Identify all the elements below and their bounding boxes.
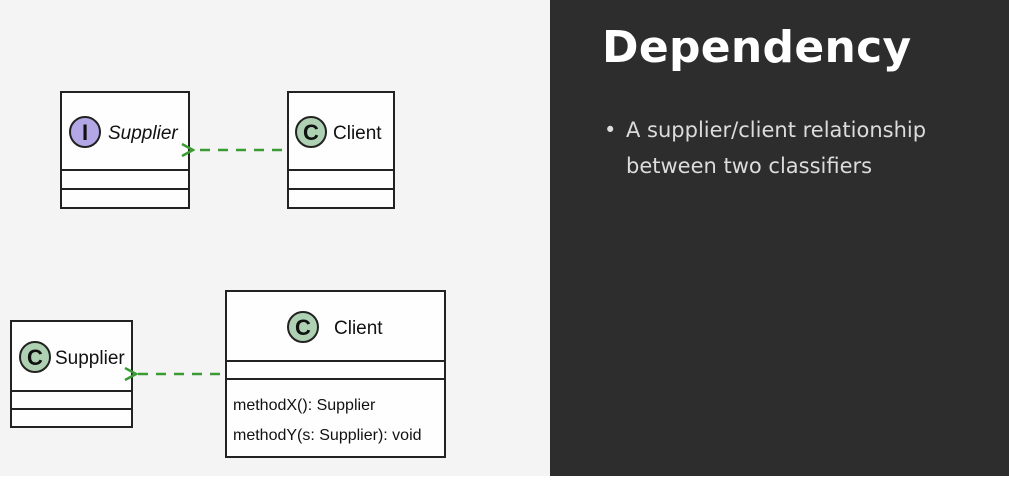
svg-text:C: C [295,315,311,340]
client-name: Client [334,318,383,339]
bullet-item: • A supplier/client relationship between… [602,112,1002,184]
bullet-list: • A supplier/client relationship between… [602,112,1002,184]
client-name: Client [333,123,382,144]
bullet-dot-icon: • [604,118,617,142]
supplier-name: Supplier [55,348,125,369]
slide-text-panel: Dependency • A supplier/client relations… [550,0,1009,476]
uml-diagram: I Supplier C Client C Suppli [10,91,446,458]
class-supplier-box: C Supplier [10,320,133,428]
interface-supplier-box: I Supplier [60,91,190,209]
supplier-name: Supplier [108,123,178,144]
interface-badge-icon: I [69,116,101,148]
client-box: C Client [287,91,395,209]
method-x: methodX(): Supplier [233,397,376,414]
slide-title: Dependency [602,22,912,73]
method-y: methodY(s: Supplier): void [233,427,422,444]
class-badge-icon: C [295,116,327,148]
svg-text:C: C [27,345,43,370]
svg-text:I: I [82,120,88,145]
class-client-box: C Client methodX(): Supplier methodY(s: … [225,290,446,458]
bullet-text: A supplier/client relationship between t… [626,118,927,178]
svg-text:C: C [303,120,319,145]
class-badge-icon: C [19,341,51,373]
class-badge-icon: C [287,311,319,343]
diagram-panel: I Supplier C Client C Suppli [0,0,550,476]
